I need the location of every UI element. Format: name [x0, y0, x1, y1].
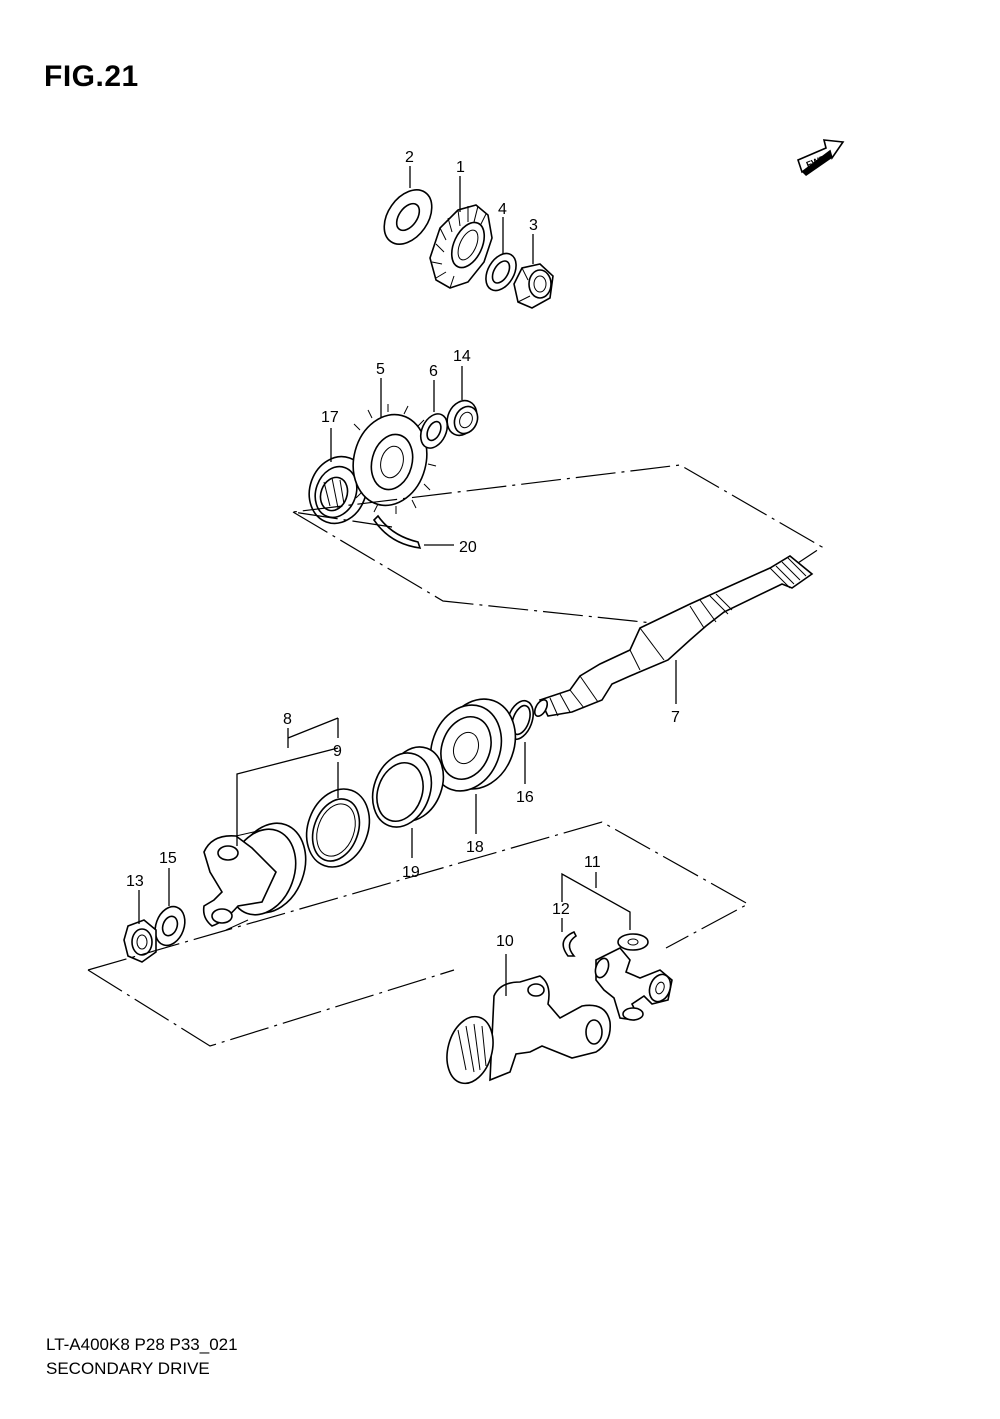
- model-code: LT-A400K8 P28 P33_021: [46, 1335, 238, 1354]
- part-15-washer: [154, 905, 186, 947]
- callout-12: 12: [552, 901, 570, 918]
- part-18-bearing: [429, 698, 517, 792]
- callout-2: 2: [405, 149, 414, 166]
- part-14-collar: [446, 399, 479, 437]
- part-1-bevel-gear: [429, 204, 493, 289]
- part-20-circlip: [372, 514, 422, 549]
- part-13-nut: [123, 919, 157, 963]
- callout-10: 10: [496, 933, 514, 950]
- fwd-arrow-icon: FWD: [797, 139, 845, 176]
- callout-8: 8: [283, 711, 292, 728]
- part-12-circlip: [562, 930, 578, 957]
- part-2-washer: [383, 189, 433, 245]
- part-8-yoke-flange: [202, 822, 307, 931]
- part-11-universal-joint: [594, 933, 673, 1021]
- callout-13: 13: [126, 873, 144, 890]
- part-10-yoke: [446, 975, 612, 1085]
- part-7-secondary-shaft: [533, 555, 814, 717]
- part-17-bearing: [308, 455, 368, 525]
- part-9-oil-seal: [305, 788, 371, 868]
- callout-19: 19: [402, 864, 420, 881]
- part-16-o-ring: [506, 699, 534, 741]
- callout-4: 4: [498, 201, 507, 218]
- callout-15: 15: [159, 850, 177, 867]
- callout-20: 20: [459, 539, 477, 556]
- footer-caption: LT-A400K8 P28 P33_021 SECONDARY DRIVE: [46, 1333, 238, 1381]
- callout-14: 14: [453, 348, 471, 365]
- figure-title: FIG.21: [44, 60, 139, 93]
- callout-17: 17: [321, 409, 339, 426]
- callout-11: 11: [584, 854, 601, 871]
- callout-16: 16: [516, 789, 534, 806]
- part-3-nut: [513, 263, 554, 309]
- callout-3: 3: [529, 217, 538, 234]
- callout-18: 18: [466, 839, 484, 856]
- callout-1: 1: [456, 159, 465, 176]
- part-6-washer: [419, 413, 449, 449]
- part-5-sprocket-gear: [352, 404, 437, 514]
- callout-6: 6: [429, 363, 438, 380]
- part-4-washer: [485, 252, 517, 292]
- callout-7: 7: [671, 709, 680, 726]
- diagram-caption: SECONDARY DRIVE: [46, 1359, 210, 1378]
- part-19-oil-seal: [371, 746, 445, 828]
- callout-5: 5: [376, 361, 385, 378]
- callout-9: 9: [333, 743, 342, 760]
